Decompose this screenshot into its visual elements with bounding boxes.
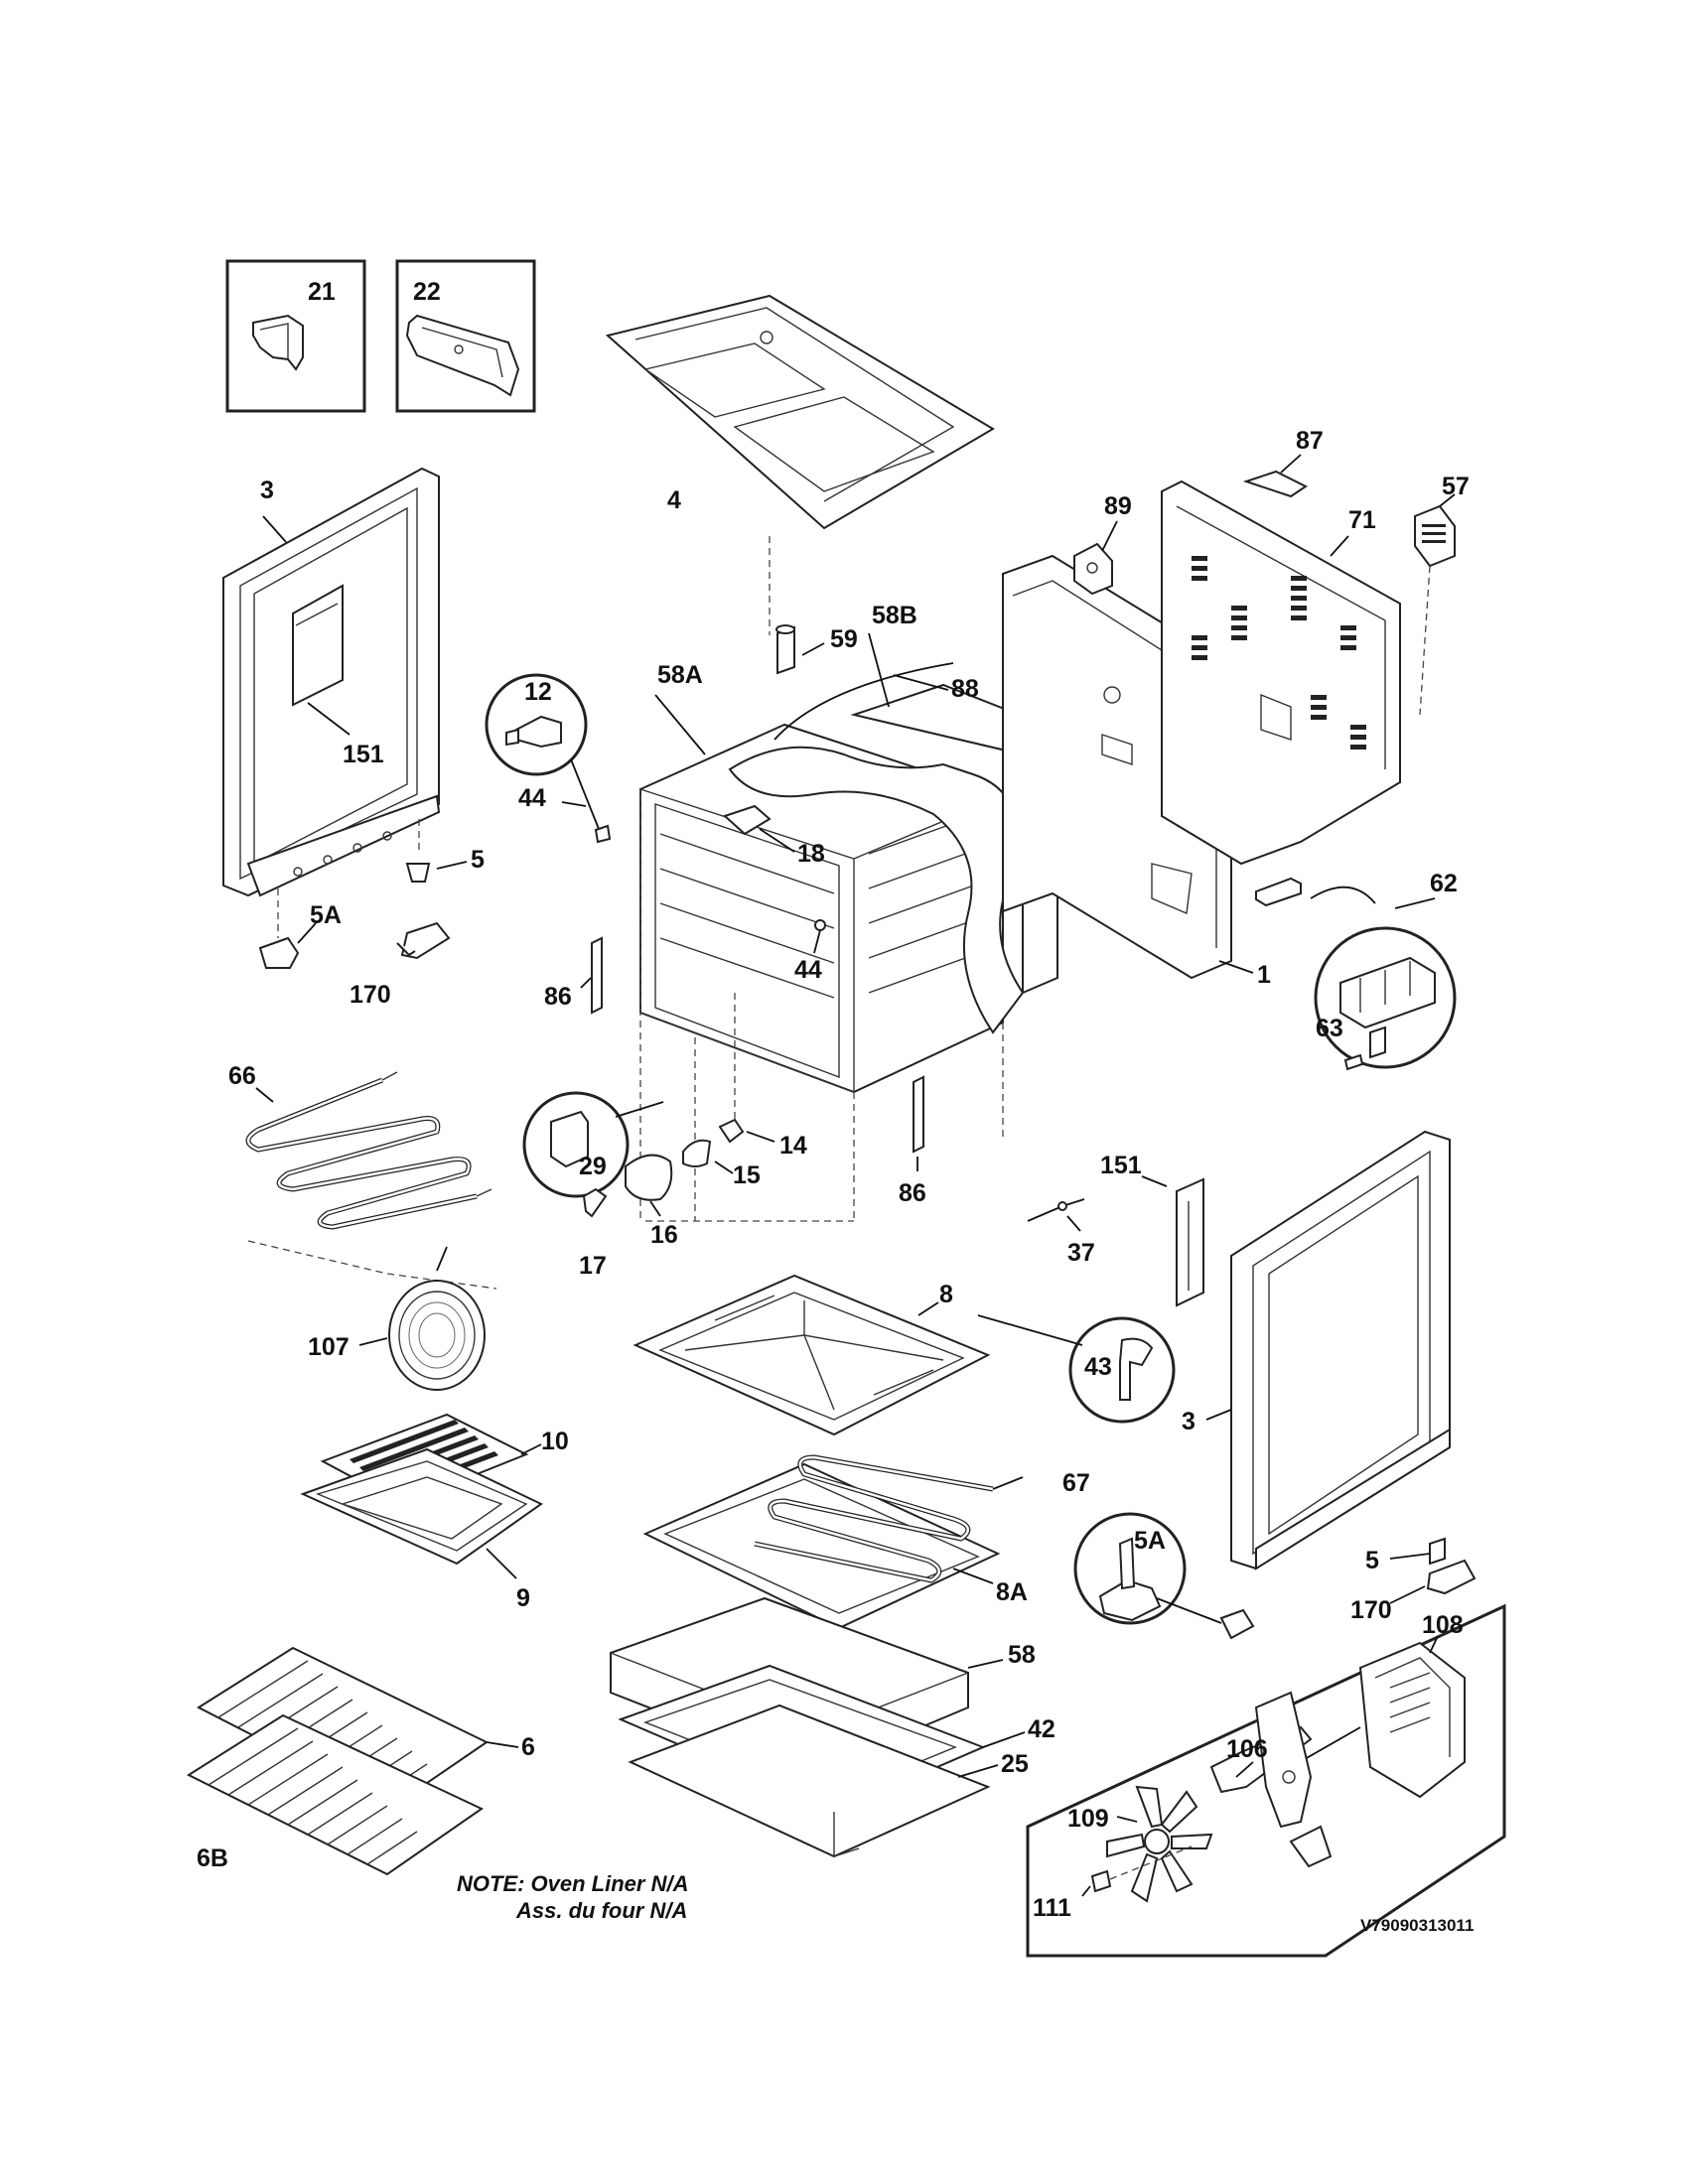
callout-22: 22: [413, 278, 441, 306]
callout-9: 9: [516, 1584, 530, 1612]
callout-12: 12: [524, 678, 552, 706]
hinge-parts-left: 5 5A 170: [258, 819, 485, 1009]
callout-5-right: 5: [1365, 1547, 1379, 1574]
oven-bottom-8: 8 43: [633, 1274, 1176, 1436]
rack-support-86-left: 86: [544, 936, 603, 1015]
callout-44-left: 44: [518, 784, 546, 812]
hinge-parts-right: 5A 5 170: [1073, 1512, 1477, 1640]
callout-151-left: 151: [343, 741, 384, 768]
inset-box-22: 22: [395, 259, 536, 413]
note-line-2: Ass. du four N/A: [515, 1898, 687, 1923]
door-3-right: 3: [1182, 1130, 1451, 1570]
callout-71: 71: [1348, 506, 1376, 534]
back-cover-71: 71: [1161, 479, 1401, 866]
callout-21: 21: [308, 278, 336, 306]
callout-18: 18: [797, 840, 825, 868]
part-44-right: 44: [794, 919, 826, 984]
fan-blade: [1106, 1785, 1213, 1903]
callout-8: 8: [939, 1281, 953, 1308]
callout-5A-left: 5A: [310, 901, 342, 929]
part-37: 37: [1027, 1198, 1095, 1267]
callout-58B: 58B: [872, 602, 917, 629]
callout-42: 42: [1028, 1715, 1055, 1743]
callout-5-left: 5: [471, 846, 485, 874]
callout-16: 16: [650, 1221, 678, 1249]
callout-1: 1: [1257, 961, 1271, 989]
callout-4: 4: [667, 486, 681, 514]
callout-63: 63: [1316, 1015, 1343, 1042]
callout-58: 58: [1008, 1641, 1036, 1669]
callout-86-right: 86: [899, 1179, 926, 1207]
part-59-88: 59 88: [774, 624, 979, 741]
part-87: 87: [1242, 427, 1324, 498]
bracket-89: 89: [1073, 492, 1132, 596]
diagram-code: V79090313011: [1360, 1916, 1474, 1935]
bake-element-67: 67 8A: [642, 1454, 1090, 1630]
inset-circle-12: 12 44: [485, 673, 612, 844]
callout-88: 88: [951, 675, 979, 703]
callout-62: 62: [1430, 870, 1458, 897]
callout-111: 111: [1033, 1894, 1071, 1922]
callout-170-left: 170: [350, 981, 391, 1009]
callout-106: 106: [1226, 1735, 1268, 1763]
callout-170-right: 170: [1350, 1596, 1392, 1624]
callout-44-right: 44: [794, 956, 822, 984]
callout-3-right: 3: [1182, 1408, 1196, 1435]
door-3-left: 3 151: [222, 467, 441, 897]
broil-element-66: 66 68: [228, 1062, 497, 1306]
callout-37: 37: [1067, 1239, 1095, 1267]
callout-14: 14: [779, 1132, 807, 1160]
inset-box-21: 21: [225, 259, 366, 413]
callout-15: 15: [733, 1161, 761, 1189]
callout-29: 29: [579, 1153, 607, 1180]
oven-cavity-58A: 58A: [639, 661, 1004, 1222]
callout-66: 66: [228, 1062, 256, 1090]
rack-support-86-right: 86: [899, 1075, 926, 1207]
callout-3-left: 3: [260, 477, 274, 504]
part-107: 107: [308, 1280, 486, 1391]
bracket-151-right: 151: [1100, 1152, 1204, 1307]
part-18: 18: [723, 804, 825, 868]
callout-67: 67: [1062, 1469, 1090, 1497]
callout-108: 108: [1422, 1611, 1464, 1639]
callout-6B: 6B: [197, 1844, 228, 1872]
callout-6: 6: [521, 1733, 535, 1761]
callout-8A: 8A: [996, 1578, 1028, 1606]
callout-59: 59: [830, 625, 858, 653]
shield-25: 25: [628, 1704, 1029, 1858]
cover-57: 57: [1414, 473, 1470, 716]
light-assembly: 29 14 15 16 17: [522, 993, 807, 1280]
callout-109: 109: [1067, 1805, 1109, 1833]
callout-107: 107: [308, 1333, 350, 1361]
callout-58A: 58A: [657, 661, 703, 689]
note-line-1: NOTE: Oven Liner N/A: [457, 1871, 688, 1896]
callout-10: 10: [541, 1428, 569, 1455]
callout-57: 57: [1442, 473, 1470, 500]
callout-89: 89: [1104, 492, 1132, 520]
top-panel-4: 4: [605, 294, 995, 635]
callout-87: 87: [1296, 427, 1324, 455]
terminal-block-62: 62 63: [1255, 870, 1458, 1071]
callout-5A-right: 5A: [1134, 1527, 1166, 1555]
callout-17: 17: [579, 1252, 607, 1280]
callout-151-right: 151: [1100, 1152, 1142, 1179]
callout-25: 25: [1001, 1750, 1029, 1778]
broil-pan-9: 9: [300, 1447, 543, 1612]
callout-43: 43: [1084, 1353, 1112, 1381]
convection-fan-box: 108 106 109 111 V79090313011: [1026, 1603, 1506, 1958]
rack-6B: 6B: [186, 1713, 484, 1876]
callout-86-left: 86: [544, 983, 572, 1011]
